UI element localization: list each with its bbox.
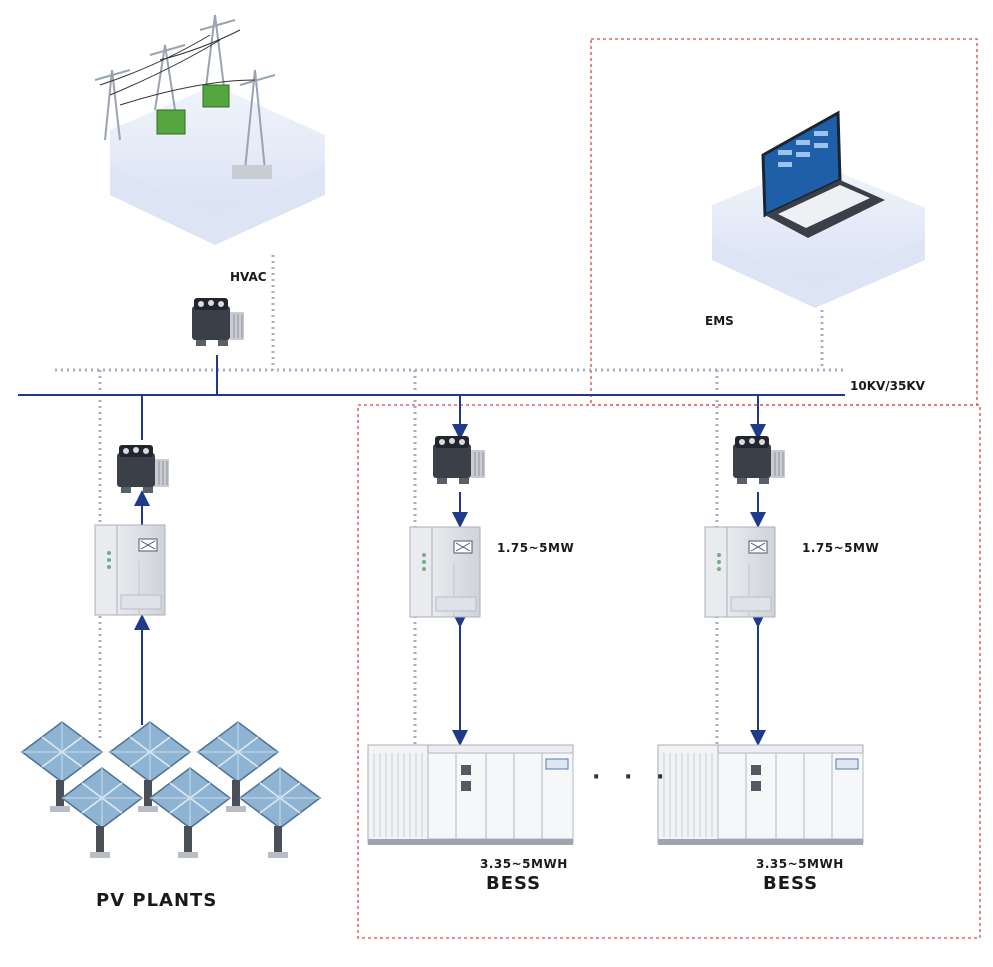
hvac-label: HVAC (230, 270, 267, 284)
bess-boundary (357, 404, 981, 939)
bess-title-2: BESS (763, 873, 819, 894)
pcs-rating-label-2: 1.75~5MW (802, 541, 880, 555)
solar-panel-icon (21, 721, 321, 859)
pv-transformer-icon (116, 444, 170, 494)
laptop-icon (712, 110, 925, 308)
bess2-inverter-cabinet-icon (704, 526, 776, 618)
power-lines (134, 355, 766, 746)
ellipsis-indicator: · · · (592, 765, 673, 790)
bus-voltage-label: 10KV/35KV (850, 379, 925, 393)
bess2-transformer-icon (732, 435, 786, 485)
bess1-transformer-icon (432, 435, 486, 485)
pcs-rating-label-1: 1.75~5MW (497, 541, 575, 555)
pv-plants-title: PV PLANTS (96, 890, 218, 911)
bess1-battery-container-icon (367, 744, 574, 846)
bess1-inverter-cabinet-icon (409, 526, 481, 618)
bess-capacity-label-2: 3.35~5MWH (756, 857, 844, 871)
ems-label: EMS (705, 314, 734, 328)
communication-network (55, 255, 845, 745)
hvac-transformer-icon (191, 297, 245, 347)
bess2-battery-container-icon (657, 744, 864, 846)
substation-tower-icon (94, 14, 325, 245)
bess-title-1: BESS (486, 873, 542, 894)
bess-capacity-label-1: 3.35~5MWH (480, 857, 568, 871)
pv-inverter-cabinet-icon (94, 524, 166, 616)
